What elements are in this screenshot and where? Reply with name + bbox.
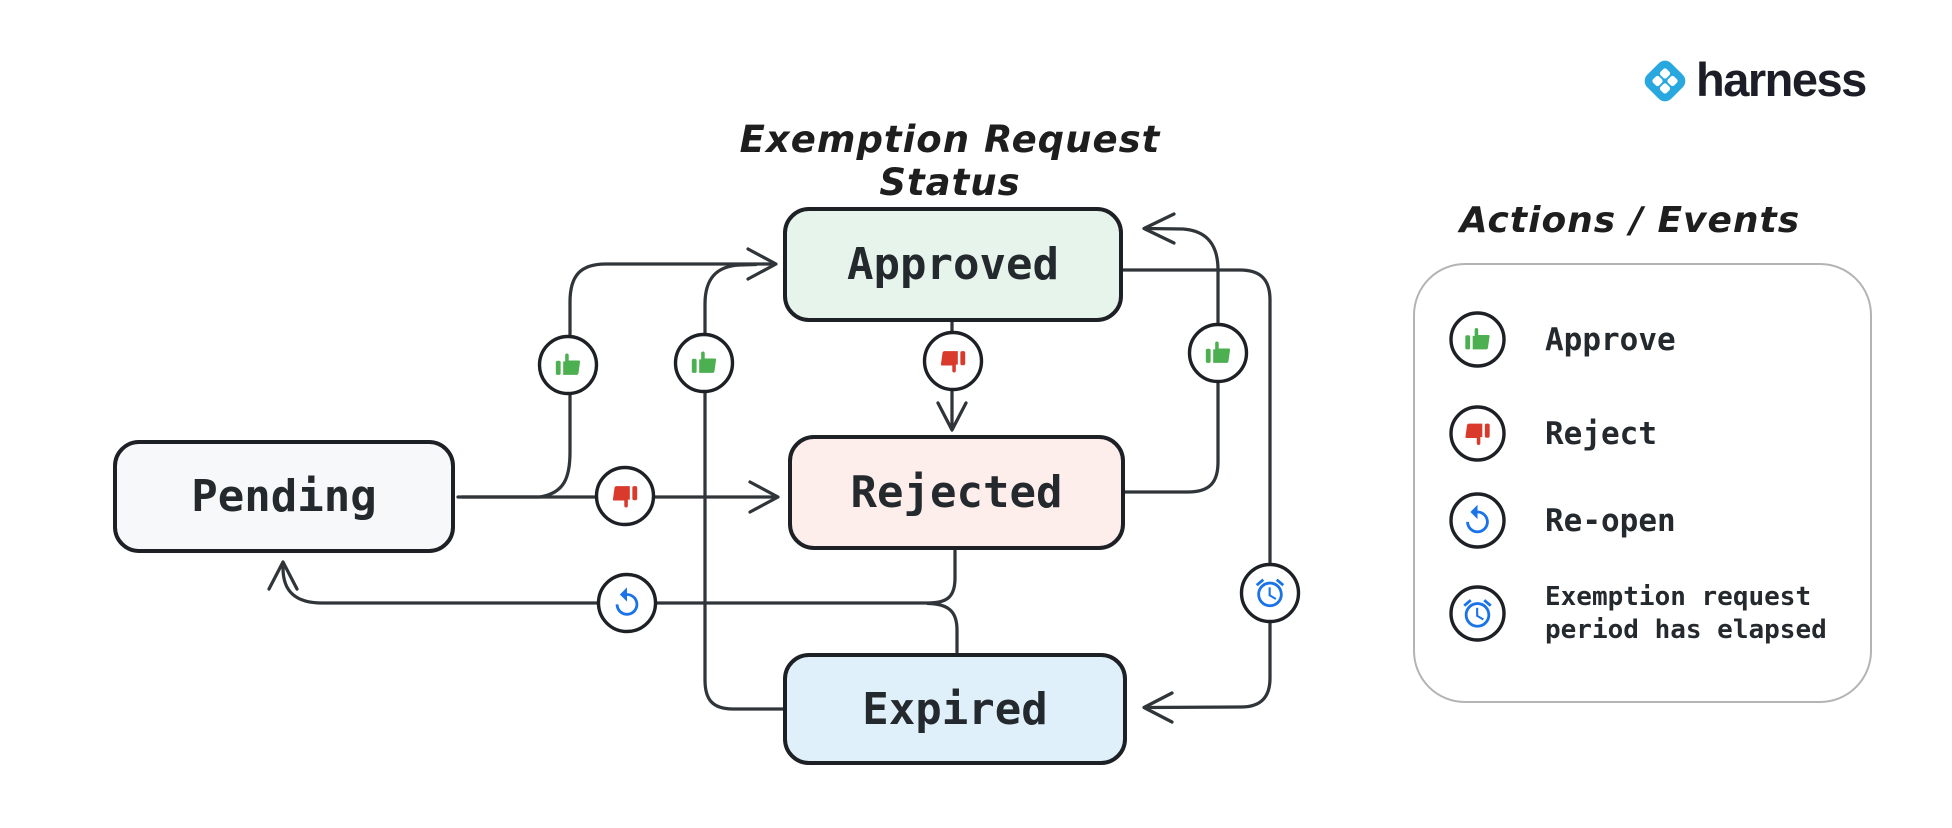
alarm-clock-icon [1449,585,1506,642]
arrowhead-into-expired-right [1142,691,1174,724]
arrowhead-into-pending-bottom [267,560,299,591]
state-rejected-label: Rejected [850,467,1063,518]
approve-badge-pending-approved [537,334,599,396]
legend-label-approve: Approve [1545,322,1676,358]
approve-badge-expired-approved [673,332,735,394]
thumbs-up-icon [1449,311,1506,368]
clock-badge-approved-expired [1239,562,1301,624]
arrowhead-into-rejected-top [936,401,968,432]
state-pending-label: Pending [191,471,377,522]
state-expired-label: Expired [862,683,1048,735]
legend-item-period-elapsed: Exemption request period has elapsed [1415,582,1874,645]
edge-rejected-pending [281,549,957,605]
reject-badge-pending-rejected [594,465,656,527]
harness-brand: harness [1638,52,1867,108]
legend-label-reject: Reject [1545,416,1657,452]
edge-expired-approved [703,262,785,711]
harness-wordmark: harness [1696,53,1867,106]
arrowhead-into-approved-right [1142,212,1176,245]
state-approved: Approved [783,207,1123,322]
harness-logo-icon [1644,60,1686,102]
edge-expired-pending [926,601,959,654]
state-pending: Pending [113,440,455,553]
arrowhead-into-approved-left [746,247,778,281]
edge-approved-expired [1121,268,1272,710]
legend-card: Approve Reject Re-open Exemption request [1413,263,1872,703]
state-rejected: Rejected [788,435,1125,550]
thumbs-down-icon [1449,405,1506,462]
legend-item-reject: Reject [1415,405,1874,463]
legend-title: Actions / Events [1459,200,1801,241]
legend-label-period-elapsed: Exemption request period has elapsed [1545,582,1827,645]
diagram-title: Exemption Request Status [739,118,1161,204]
arrowhead-into-rejected-left [748,480,780,514]
legend-item-reopen: Re-open [1415,492,1874,550]
state-expired: Expired [783,653,1127,765]
reject-badge-approved-rejected [922,330,984,392]
approve-badge-rejected-approved [1187,322,1249,384]
legend-item-approve: Approve [1415,311,1874,369]
reopen-badge-rejected-pending [596,572,658,634]
state-approved-label: Approved [847,239,1059,290]
reopen-icon [1449,492,1506,549]
legend-label-reopen: Re-open [1545,503,1676,539]
